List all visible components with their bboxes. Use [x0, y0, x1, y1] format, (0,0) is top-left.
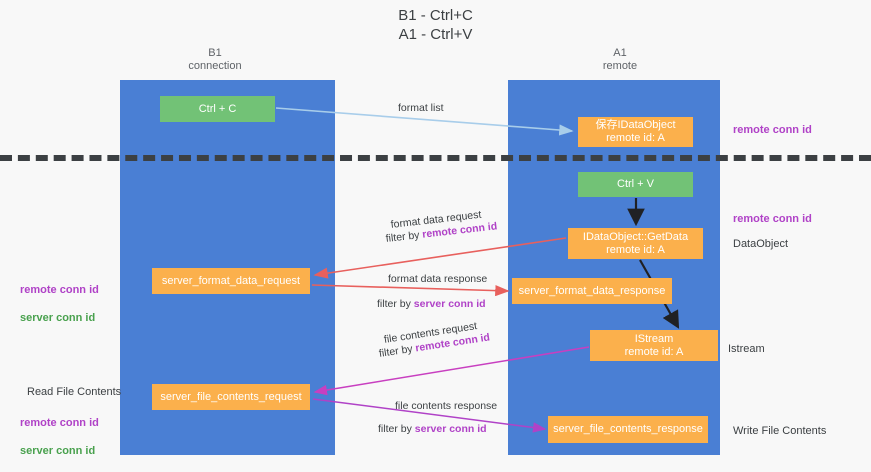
filter-prefix: filter by	[378, 342, 417, 360]
annotation-left-conn-ids-bot: remote conn id server conn id	[20, 402, 99, 472]
edge-label-file-contents-response: file contents response	[395, 400, 498, 412]
edge-label-file-contents-response-filter: filter by server conn id	[378, 422, 487, 436]
node-save-idataobject[interactable]: 保存IDataObject remote id: A	[578, 117, 693, 147]
node-ctrl-c[interactable]: Ctrl + C	[160, 96, 275, 122]
edge-label-format-list: format list	[398, 102, 444, 114]
node-server-format-data-response[interactable]: server_format_data_response	[512, 278, 672, 304]
filter-prefix: filter by	[385, 228, 424, 245]
filter-key-server-conn-id: server conn id	[414, 423, 487, 435]
annotation-dataobject: DataObject	[733, 238, 789, 250]
annotation-left-server-conn-id-bot: server conn id	[20, 445, 96, 457]
node-server-format-data-request[interactable]: server_format_data_request	[152, 268, 310, 294]
annotation-remote-conn-id-mid: remote conn id	[733, 213, 812, 225]
annotation-write-file-contents: Write File Contents	[733, 425, 827, 437]
annotation-remote-conn-id-top: remote conn id	[733, 124, 812, 136]
edge-label-format-data-response-filter: filter by server conn id	[377, 297, 486, 311]
annotation-left-conn-ids-mid: remote conn id server conn id	[20, 269, 99, 339]
node-ctrl-v[interactable]: Ctrl + V	[578, 172, 693, 197]
node-server-file-contents-request[interactable]: server_file_contents_request	[152, 384, 310, 410]
node-server-file-contents-response[interactable]: server_file_contents_response	[548, 416, 708, 443]
annotation-left-remote-conn-id-mid: remote conn id	[20, 284, 99, 296]
column-header-b1: B1 connection	[188, 47, 242, 72]
section-divider	[0, 155, 871, 161]
annotation-read-file-contents: Read File Contents	[27, 386, 122, 398]
node-idataobject-getdata[interactable]: IDataObject::GetData remote id: A	[568, 228, 703, 259]
filter-prefix: filter by	[378, 423, 415, 435]
annotation-left-remote-conn-id-bot: remote conn id	[20, 417, 99, 429]
node-istream[interactable]: IStream remote id: A	[590, 330, 718, 361]
column-header-a1: A1 remote	[602, 47, 638, 72]
filter-prefix: filter by	[377, 298, 414, 310]
annotation-left-server-conn-id-mid: server conn id	[20, 312, 96, 324]
filter-key-server-conn-id: server conn id	[413, 298, 486, 310]
edge-label-format-data-response: format data response	[388, 273, 488, 285]
annotation-istream: Istream	[728, 343, 765, 355]
page-title: B1 - Ctrl+C A1 - Ctrl+V	[398, 7, 473, 43]
